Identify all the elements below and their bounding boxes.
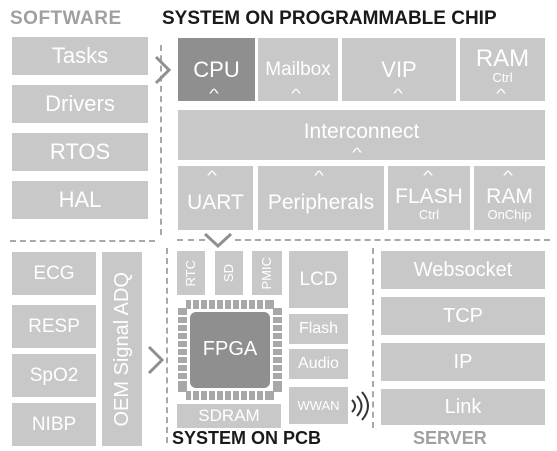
server-link: Link [381, 389, 545, 425]
soc-interconnect-label: Interconnect [303, 119, 420, 143]
soc-mailbox-label: Mailbox [265, 58, 331, 80]
chevron-up-icon: ^ [393, 86, 403, 101]
soc-interconnect: Interconnect [178, 110, 545, 160]
signal-resp: RESP [12, 305, 96, 348]
soc-peripherals-label: Peripherals [267, 190, 375, 214]
signal-ecg: ECG [12, 252, 96, 295]
software-header: SOFTWARE [10, 8, 122, 29]
pcb-wwan: WWAN [289, 387, 348, 424]
divider-software-soc [160, 45, 162, 235]
signal-nibp: NIBP [12, 403, 96, 446]
pcb-fpga-label: FPGA [202, 338, 258, 360]
divider-software-signals [10, 240, 155, 242]
divider-signals-pcb [166, 248, 168, 443]
chevron-up-icon: ^ [496, 86, 506, 101]
soc-header: SYSTEM ON PROGRAMMABLE CHIP [162, 8, 497, 29]
server-ip: IP [381, 343, 545, 381]
signal-adq: OEM Signal ADQ [102, 252, 142, 446]
divider-pcb-server [372, 248, 374, 428]
server-header: SERVER [413, 428, 487, 448]
soc-vip: VIP [342, 38, 456, 101]
software-hal: HAL [12, 181, 148, 219]
arrow-right-icon [154, 55, 172, 85]
soc-uart: UART [178, 166, 253, 230]
chevron-up-icon: ^ [207, 168, 217, 183]
pcb-lcd: LCD [289, 251, 348, 308]
fpga-chip-icon [178, 300, 282, 400]
soc-mailbox: Mailbox [258, 38, 338, 101]
soc-cpu-label: CPU [193, 56, 240, 82]
software-drivers: Drivers [12, 85, 148, 123]
soc-ram-onchip: RAM OnChip [474, 166, 545, 230]
pcb-sd: SD [215, 251, 243, 295]
soc-peripherals: Peripherals [258, 166, 384, 230]
pcb-flash: Flash [289, 314, 348, 344]
signal-adq-label: OEM Signal ADQ [110, 271, 133, 427]
pcb-sdram: SDRAM [177, 404, 281, 428]
chevron-up-icon: ^ [291, 86, 301, 101]
software-tasks: Tasks [12, 37, 148, 75]
divider-soc-pcb [177, 239, 205, 241]
pcb-rtc: RTC [177, 251, 205, 295]
soc-uart-label: UART [187, 190, 244, 214]
soc-ram-ctrl-title: RAM [475, 45, 530, 73]
chevron-up-icon: ^ [423, 168, 433, 183]
chevron-up-icon: ^ [503, 168, 513, 183]
soc-vip-label: VIP [381, 56, 417, 82]
soc-flash-ctrl-title: FLASH [395, 185, 463, 209]
soc-flash-ctrl: FLASH Ctrl [388, 166, 470, 230]
pcb-pmic-label: PMIC [259, 256, 275, 290]
pcb-sd-label: SD [221, 263, 237, 283]
server-tcp: TCP [381, 297, 545, 335]
arrow-down-icon [203, 232, 233, 249]
soc-ram-onchip-sub: OnChip [487, 207, 532, 223]
pcb-header: SYSTEM ON PCB [172, 428, 322, 448]
soc-ram-ctrl: RAM Ctrl [460, 38, 545, 101]
soc-ram-onchip-title: RAM [486, 185, 533, 209]
software-rtos: RTOS [12, 133, 148, 171]
chevron-up-icon: ^ [352, 145, 362, 160]
divider-soc-pcb-right [235, 239, 550, 241]
chevron-up-icon: ^ [314, 168, 324, 183]
pcb-rtc-label: RTC [183, 259, 199, 287]
soc-cpu: CPU [178, 38, 255, 101]
soc-ram-ctrl-sub: Ctrl [492, 70, 513, 86]
soc-flash-ctrl-sub: Ctrl [418, 207, 440, 223]
server-websocket: Websocket [381, 251, 545, 289]
wireless-signal-icon [351, 391, 369, 421]
arrow-right-icon [147, 345, 165, 375]
signal-spo2: SpO2 [12, 354, 96, 397]
pcb-audio: Audio [289, 349, 348, 379]
chevron-up-icon: ^ [209, 86, 219, 101]
pcb-pmic: PMIC [252, 251, 282, 295]
